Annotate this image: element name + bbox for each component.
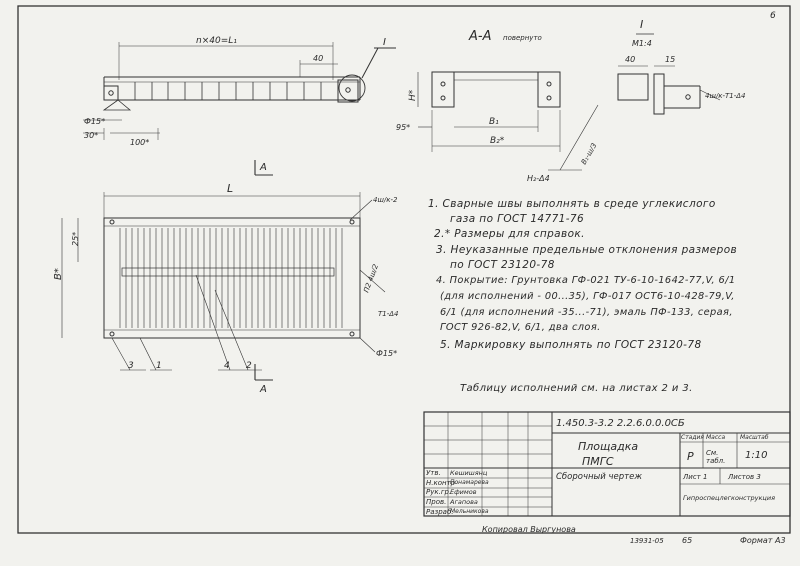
table-reference: Таблицу исполнений см. на листах 2 и 3. <box>460 383 693 394</box>
cut-label-top: А <box>259 162 267 173</box>
detail-weld: 4ш/к-Т1-Δ4 <box>705 92 745 100</box>
leader-4: 4 <box>224 361 230 371</box>
title-line-1: Площадка <box>578 440 639 453</box>
name-5: Мельникова <box>450 508 489 515</box>
sheet-number: Лист 1 <box>683 473 708 481</box>
plan-view <box>61 160 386 381</box>
detail-i <box>617 33 721 115</box>
section-note: повернуто <box>503 34 542 42</box>
dim-B2: B₂* <box>490 136 505 146</box>
corner-mark: 6 <box>770 11 776 21</box>
scale-value: 1:10 <box>745 450 768 461</box>
weld-B1: B₁-ш/3 <box>580 142 599 166</box>
section-aa <box>417 71 599 171</box>
role-2: Н.контр <box>426 479 456 487</box>
dim-40: 40 <box>313 54 323 63</box>
note-line-9: ГОСТ 926-82,V, 6/1, два слоя. <box>440 322 601 333</box>
role-1: Утв. <box>426 469 441 477</box>
dim-phi15-top: Ф15* <box>84 117 105 126</box>
dim-H: H* <box>408 89 418 101</box>
dim-95: 95* <box>396 123 410 132</box>
detail-scale: M1:4 <box>632 39 652 48</box>
role-3: Рук.гр. <box>426 488 452 496</box>
dim-30: 30* <box>84 131 98 140</box>
subtitle: Сборочный чертеж <box>556 472 642 482</box>
header-scale: Масштаб <box>740 434 769 441</box>
leader-1: 1 <box>156 361 162 371</box>
bottom-page: 65 <box>682 536 693 545</box>
note-line-1: 1. Сварные швы выполнять в среде углекис… <box>428 198 716 210</box>
plan-phi15: Ф15* <box>376 349 397 358</box>
dim-100: 100* <box>130 138 149 147</box>
plan-P2: П2 4ш/2 <box>362 263 380 294</box>
sheet-count: Листов 3 <box>728 473 761 481</box>
name-3: Ефимов <box>450 488 477 496</box>
header-stage: Стадия <box>681 434 705 441</box>
name-1: Кешишянц <box>450 469 488 477</box>
title-block <box>423 411 791 517</box>
note-line-4: 3. Неуказанные предельные отклонения раз… <box>436 244 738 256</box>
dim-B1: B₁ <box>489 117 499 127</box>
side-view <box>83 42 396 140</box>
plan-dim-B: B* <box>53 268 64 280</box>
bottom-code: 13931-05 <box>630 537 664 545</box>
detail-callout: I <box>383 37 386 48</box>
copied-by: Копировал Выргунова <box>482 525 576 534</box>
title-line-2: ПМГС <box>582 455 614 468</box>
sheet-frame <box>17 5 791 534</box>
note-line-6: 4. Покрытие: Грунтовка ГФ-021 ТУ-6-10-16… <box>436 275 736 286</box>
note-line-7: (для исполнений - 00...35), ГФ-017 ОСТ6-… <box>440 291 735 302</box>
stage-value: Р <box>687 450 694 463</box>
detail-label: I <box>640 18 643 31</box>
organization: Гипроспецлегконструкция <box>683 494 775 502</box>
role-4: Пров. <box>426 498 447 506</box>
note-line-3: 2.* Размеры для справок. <box>434 228 585 240</box>
note-line-2: газа по ГОСТ 14771-76 <box>450 213 585 225</box>
leader-2: 2 <box>246 361 252 371</box>
format-label: Формат А3 <box>740 536 786 545</box>
detail-dim-40: 40 <box>625 55 635 64</box>
dim-n40: n×40=L₁ <box>196 36 237 46</box>
plan-dim-25: 25* <box>71 232 80 246</box>
cut-label-bottom: А <box>259 384 267 395</box>
section-label: А-А <box>468 29 491 44</box>
note-line-10: 5. Маркировку выполнять по ГОСТ 23120-78 <box>440 339 702 351</box>
doc-code: 1.450.3-3.2 2.2.6.0.0.0СБ <box>556 418 685 429</box>
role-5: Разраб. <box>426 508 454 516</box>
plan-weld: 4ш/к-2 <box>373 196 398 204</box>
leader-3: 3 <box>128 361 134 371</box>
note-line-5: по ГОСТ 23120-78 <box>450 259 555 271</box>
name-2: Понамарева <box>450 479 489 486</box>
note-line-8: 6/1 (для исполнений -35...-71), эмаль ПФ… <box>440 307 733 318</box>
mass-value: См. табл. <box>706 449 726 465</box>
plan-dim-L: L <box>227 182 233 195</box>
plan-T1: Т1-Δ4 <box>378 310 399 318</box>
header-mass: Масса <box>706 434 726 441</box>
weld-H2: H₂-Δ4 <box>527 174 550 183</box>
detail-dim-15: 15 <box>665 55 675 64</box>
name-4: Агапова <box>450 498 478 506</box>
